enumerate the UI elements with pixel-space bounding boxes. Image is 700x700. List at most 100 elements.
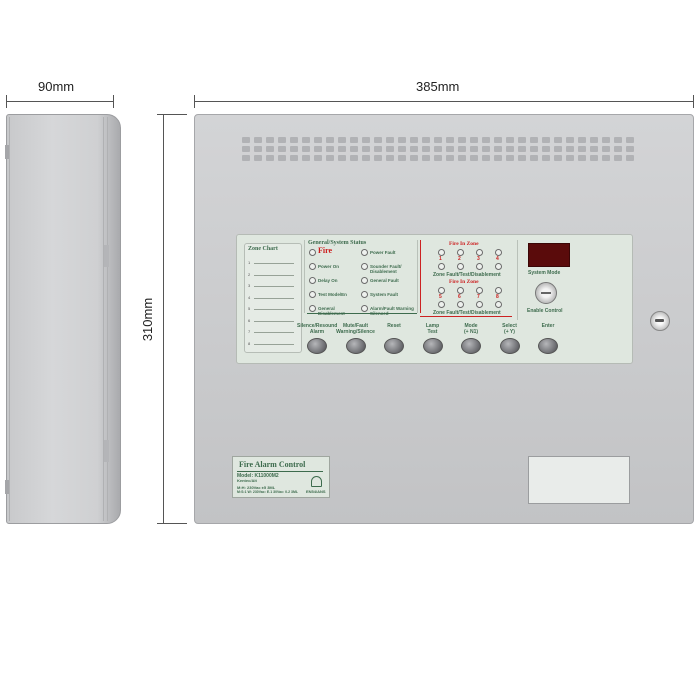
- reset-button[interactable]: [384, 338, 404, 354]
- vent-slot: [326, 146, 334, 152]
- vent-slot: [530, 146, 538, 152]
- system-mode-label: System Mode: [528, 270, 561, 276]
- vent-slot: [602, 137, 610, 143]
- vent-slot: [590, 146, 598, 152]
- zone-chart-number: 5: [248, 306, 251, 311]
- vent-slot: [314, 137, 322, 143]
- vent-slot: [554, 146, 562, 152]
- vent-slot: [566, 155, 574, 161]
- fire-zone-led: [438, 287, 445, 294]
- zone-chart-number: 6: [248, 317, 251, 323]
- status-led: [361, 291, 368, 298]
- vent-slot: [350, 137, 358, 143]
- vent-slot: [374, 155, 382, 161]
- zone-chart-line: [254, 309, 294, 310]
- vent-slot: [242, 137, 250, 143]
- enable-control-keyswitch[interactable]: [535, 282, 557, 304]
- status-label: Sounder Fault/ Disablement: [370, 264, 402, 274]
- zone-number: 7: [477, 294, 480, 300]
- section-divider: [517, 240, 518, 320]
- fire-status-label: Fire: [318, 246, 333, 255]
- fault-zone-led: [495, 301, 502, 308]
- vent-slot: [482, 137, 490, 143]
- zone-number: 3: [477, 256, 480, 262]
- vent-slot: [578, 146, 586, 152]
- vent-slot: [554, 137, 562, 143]
- vent-slot: [566, 137, 574, 143]
- vent-slot: [290, 155, 298, 161]
- vent-slot: [434, 137, 442, 143]
- vent-slot: [362, 155, 370, 161]
- zone-chart-number: 3: [248, 283, 251, 288]
- zone-red-underline: [420, 316, 512, 317]
- select-label: Select (+ Y): [502, 323, 517, 335]
- zone-number: 8: [496, 294, 499, 300]
- vent-slot: [410, 146, 418, 152]
- vent-slot: [590, 137, 598, 143]
- vent-slot: [530, 137, 538, 143]
- silence-resound-button[interactable]: [307, 338, 327, 354]
- depth-dimension-label: 90mm: [38, 79, 75, 94]
- vent-slot: [614, 155, 622, 161]
- vent-slot: [446, 146, 454, 152]
- mode-label: Mode (+ N1): [463, 323, 479, 335]
- vent-slot: [482, 155, 490, 161]
- label-plate-rule: [237, 471, 323, 472]
- vent-slot: [254, 137, 262, 143]
- status-led: [309, 263, 316, 270]
- mute-fault-button[interactable]: [345, 338, 366, 354]
- fire-zone-led: [457, 249, 464, 256]
- side-hinge: [5, 480, 9, 494]
- status-led: [361, 305, 368, 312]
- section-divider: [417, 240, 418, 313]
- status-led: [361, 277, 368, 284]
- enter-button[interactable]: [538, 338, 558, 354]
- vent-slot: [578, 137, 586, 143]
- fire-zone-led: [476, 249, 483, 256]
- panel-side-view: [5, 114, 121, 524]
- vent-slot: [302, 146, 310, 152]
- mode-button[interactable]: [461, 338, 481, 354]
- vent-slot: [506, 146, 514, 152]
- vent-slot: [590, 155, 598, 161]
- vent-slot: [626, 155, 634, 161]
- zone-chart-number: 8: [248, 340, 251, 346]
- status-label: System Fault: [370, 292, 399, 297]
- lamp-test-label: Lamp Test: [425, 323, 440, 335]
- width-dimension-tick-right: [693, 95, 694, 108]
- vent-slot: [614, 146, 622, 152]
- vent-slot: [518, 146, 526, 152]
- lamp-test-button[interactable]: [422, 338, 443, 354]
- vent-slot: [506, 137, 514, 143]
- label-plate-model: Model: K11000M2: [237, 473, 279, 479]
- system-mode-display: [528, 243, 570, 267]
- status-led: [309, 249, 316, 256]
- vent-slot: [626, 137, 634, 143]
- zone-fault-title-bottom: Zone Fault/Test/Disablement: [433, 310, 501, 316]
- vent-slot: [518, 155, 526, 161]
- vent-slot: [470, 146, 478, 152]
- vent-slot: [254, 155, 262, 161]
- height-dimension-label: 310mm: [140, 297, 156, 342]
- enter-label: Enter: [541, 323, 555, 329]
- select-button[interactable]: [499, 338, 520, 354]
- reset-label: Reset: [387, 323, 401, 329]
- side-edge-line: [9, 117, 10, 521]
- fire-zone-led: [495, 287, 502, 294]
- vent-slot: [242, 155, 250, 161]
- vent-slot: [530, 155, 538, 161]
- depth-dimension-tick-right: [113, 95, 114, 108]
- door-lock[interactable]: [650, 311, 670, 331]
- fault-zone-led: [476, 263, 483, 270]
- vent-slot: [422, 137, 430, 143]
- side-hinge: [5, 145, 9, 159]
- vent-slot: [494, 137, 502, 143]
- vent-slot: [470, 137, 478, 143]
- fire-zone-led: [438, 249, 445, 256]
- vent-slot: [422, 155, 430, 161]
- vent-slot: [446, 155, 454, 161]
- vent-slot: [278, 137, 286, 143]
- width-dimension-line: [194, 101, 694, 102]
- zone-number: 1: [439, 256, 442, 262]
- zone-chart-line: [254, 297, 294, 299]
